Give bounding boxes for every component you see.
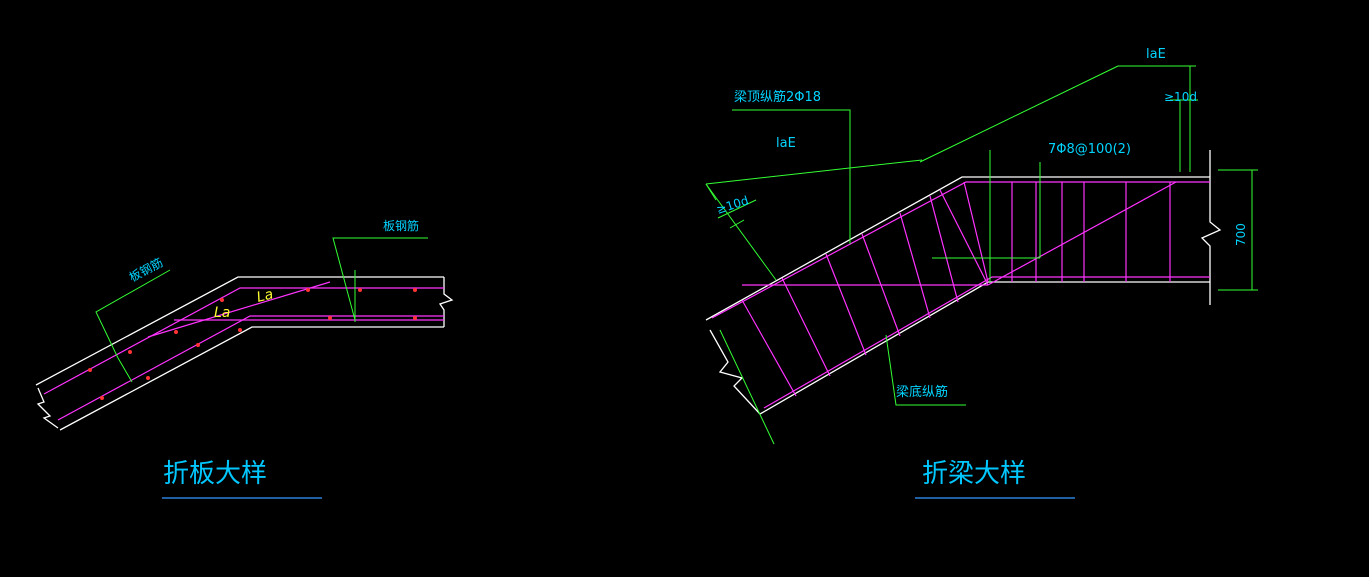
slab-outline-bottom [59, 326, 444, 431]
slab-rebar-flat-label: 板钢筋 [383, 218, 419, 233]
slab-leader-inclined [95, 269, 171, 359]
beam-outline-bottom [759, 281, 1210, 415]
beam-cross-rebar-2 [987, 181, 1177, 286]
anchor-length-la-2: La [255, 286, 275, 305]
distribution-bar-dots [88, 288, 417, 400]
slab-leader-inclined-tick [117, 357, 133, 383]
folded-slab-title: 折板大样 [163, 459, 267, 489]
slab-rebar-bottom [57, 315, 444, 421]
inclined-stirrups [741, 195, 959, 397]
beam-10d-right-label: ≥10d [1164, 90, 1197, 104]
folded-beam-detail: 梁顶纵筋2Φ18 laE laE ≥10d ≥10d 7Φ8@100(2) 梁底… [705, 47, 1258, 499]
beam-laE-top-label: laE [1146, 47, 1166, 62]
folded-slab-detail: 板钢筋 板钢筋 La La 折板大样 [35, 218, 454, 499]
beam-depth-label: 700 [1234, 223, 1248, 246]
horizontal-stirrups [963, 181, 1171, 283]
beam-laE-left-label: laE [776, 136, 796, 151]
slab-outline-top [35, 276, 444, 386]
beam-break-left [709, 329, 761, 415]
beam-cross-rebar-3 [939, 189, 989, 286]
slab-rebar-top [43, 287, 444, 395]
bottom-rebar-leader [885, 334, 966, 406]
beam-break-right [1200, 150, 1222, 305]
slab-rebar-inclined-label: 板钢筋 [126, 254, 165, 284]
beam-10d-left-label: ≥10d [715, 193, 751, 216]
beam-outline-top [705, 176, 1210, 321]
slab-leader-flat [332, 237, 428, 321]
folded-beam-title: 折梁大样 [922, 459, 1026, 489]
beam-bottom-rebar [763, 276, 1210, 409]
anchor-length-la-1: La [214, 305, 230, 321]
slab-rebar-cross-1 [147, 281, 331, 338]
slab-break-left [36, 387, 59, 429]
top-rebar-leader [732, 109, 851, 244]
slab-break-right [438, 277, 454, 327]
beam-top-rebar-label: 梁顶纵筋2Φ18 [734, 89, 821, 105]
beam-dimensions [705, 65, 1258, 445]
beam-stirrup-label: 7Φ8@100(2) [1048, 142, 1131, 157]
beam-top-rebar [711, 181, 1210, 319]
beam-bottom-rebar-label: 梁底纵筋 [896, 384, 948, 400]
